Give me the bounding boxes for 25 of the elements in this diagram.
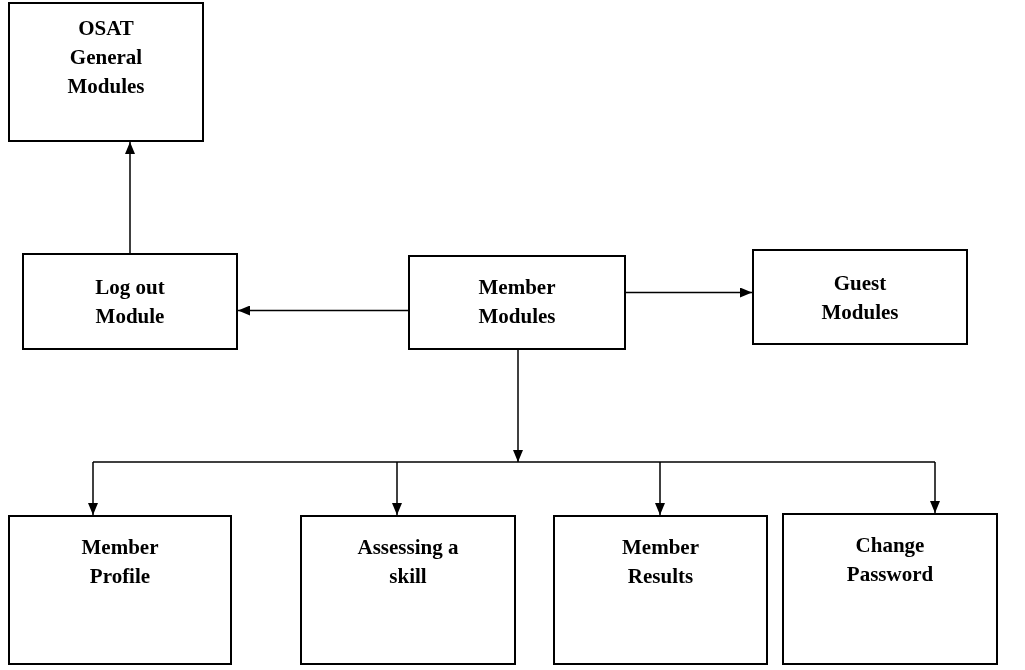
connector-line [92, 461, 936, 463]
module-label: OSAT General Modules [66, 15, 146, 100]
arrow [625, 287, 753, 298]
arrow [88, 461, 98, 516]
module-label: Log out Module [94, 274, 166, 330]
module-label: Assessing a skill [356, 534, 460, 590]
arrow [655, 461, 665, 516]
arrow [930, 461, 940, 514]
module-box [782, 513, 998, 665]
module-box [8, 2, 204, 142]
module-label: Guest Modules [820, 270, 900, 326]
arrow [125, 141, 135, 254]
arrow [513, 349, 523, 463]
module-label: Member Profile [80, 534, 160, 590]
module-box [408, 255, 626, 350]
module-box [22, 253, 238, 350]
module-label: Member Results [621, 534, 700, 590]
arrow [392, 461, 402, 516]
module-label: Member Modules [477, 274, 557, 330]
module-box [8, 515, 232, 665]
module-label: Change Password [845, 532, 935, 588]
module-box [300, 515, 516, 665]
module-box [752, 249, 968, 345]
arrow [237, 305, 409, 316]
module-box [553, 515, 768, 665]
